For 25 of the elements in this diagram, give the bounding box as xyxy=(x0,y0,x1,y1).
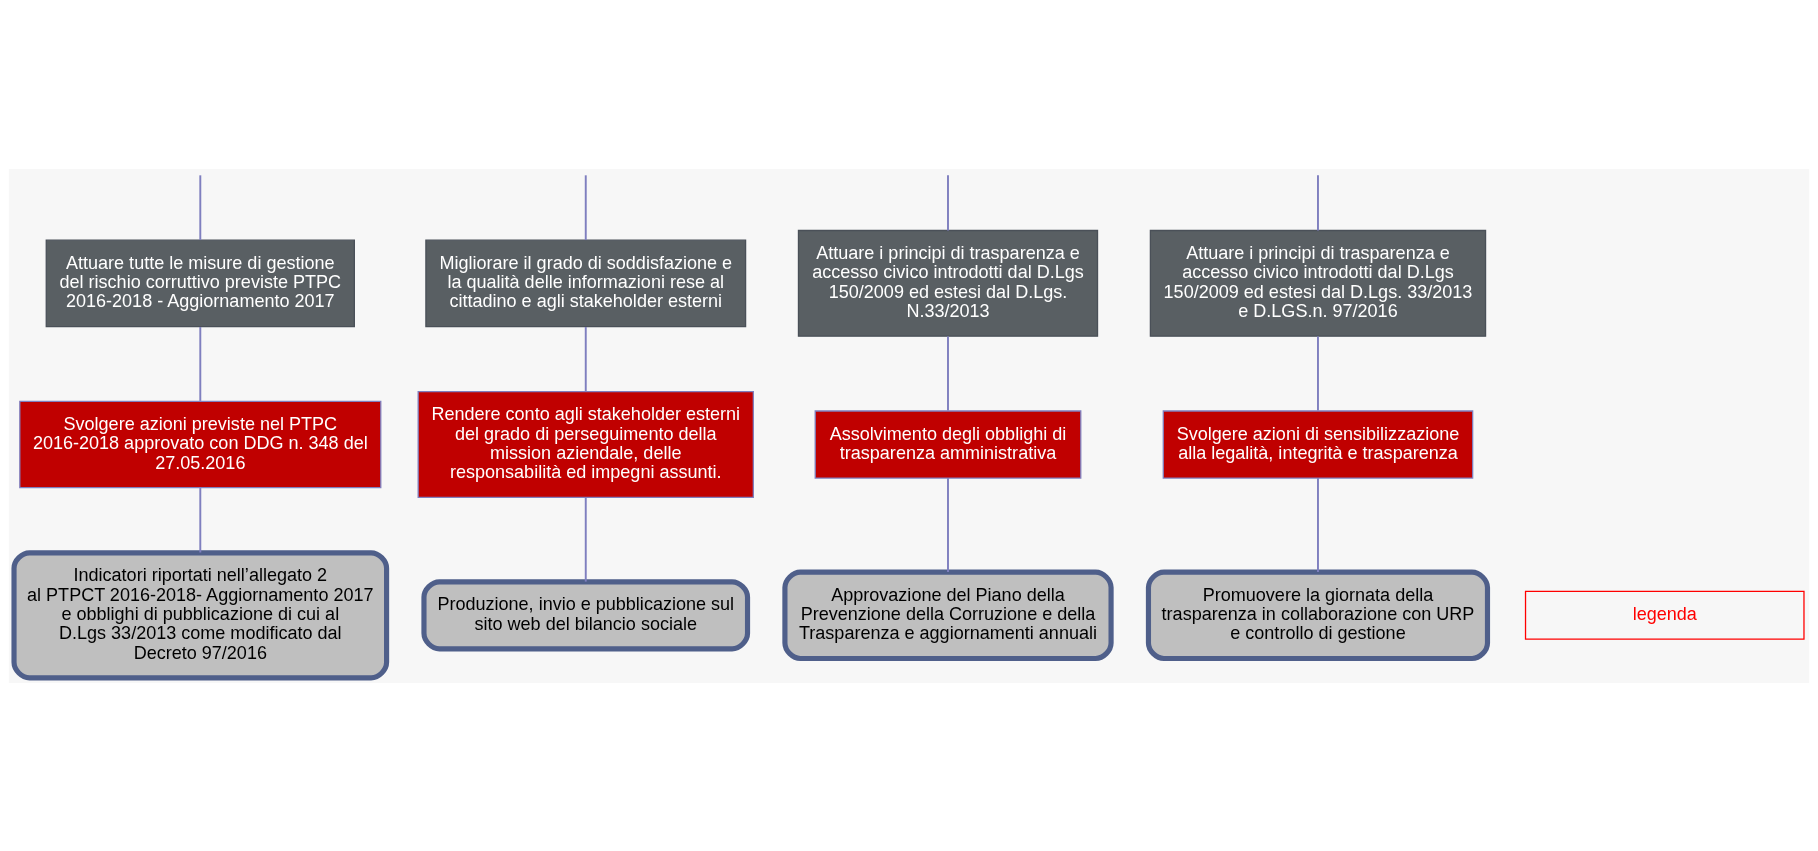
node-box: Attuare i principi di trasparenza e accesso civico introdotti dal D.Lgs 150/2009 ed estesi dal D.Lgs. 33/2013 e D.LGS.n. 97/2016 xyxy=(1149,229,1487,337)
connector xyxy=(1317,335,1319,412)
connector xyxy=(1317,476,1319,573)
node-box: Svolgere azioni di sensibilizzazione alla legalità, integrità e trasparenza xyxy=(1162,409,1474,479)
connector xyxy=(584,173,587,241)
node-box: Indicatori riportati nell’allegato 2 al PTPCT 2016-2018- Aggiornamento 2017 e obblighi di pubblicazione di cui al D.Lgs 33/2013 come modificato dal Decreto 97/2016 xyxy=(11,549,390,680)
node-box: Svolgere azioni previste nel PTPC 2016-2018 approvato con DDG n. 348 del 27.05.2016 xyxy=(19,400,382,488)
node-box: Assolvimento degli obblighi di trasparenza amministrativa xyxy=(814,409,1082,479)
connector xyxy=(199,325,202,402)
connector xyxy=(947,173,949,231)
connector xyxy=(947,476,949,573)
node-box: Attuare i principi di trasparenza e accesso civico introdotti dal D.Lgs 150/2009 ed estesi dal D.Lgs. N.33/2013 xyxy=(797,229,1099,337)
connector xyxy=(199,486,202,553)
connector xyxy=(584,325,587,392)
connector xyxy=(199,173,202,241)
node-box: legenda xyxy=(1524,590,1805,640)
node-box: Migliorare il grado di soddisfazione e la qualità delle informazioni rese al cittadino e agli stakeholder esterni xyxy=(425,239,747,327)
node-box: Approvazione del Piano della Prevenzione della Corruzione e della Trasparenza e aggiornamenti annuali xyxy=(782,569,1114,661)
node-box: Promuovere la giornata della trasparenza in collaborazione con URP e controllo di gestione xyxy=(1145,569,1491,661)
connector xyxy=(947,335,949,412)
node-box: Attuare tutte le misure di gestione del rischio corruttivo previste PTPC 2016-2018 - Aggiornamento 2017 xyxy=(45,239,355,327)
node-box: Produzione, invio e pubblicazione sul sito web del bilancio sociale xyxy=(421,578,751,651)
connector xyxy=(1317,173,1319,231)
connector xyxy=(584,496,587,583)
node-box: Rendere conto agli stakeholder esterni del grado di perseguimento della mission aziendale, delle responsabilità ed impegni assunti. xyxy=(417,390,754,498)
